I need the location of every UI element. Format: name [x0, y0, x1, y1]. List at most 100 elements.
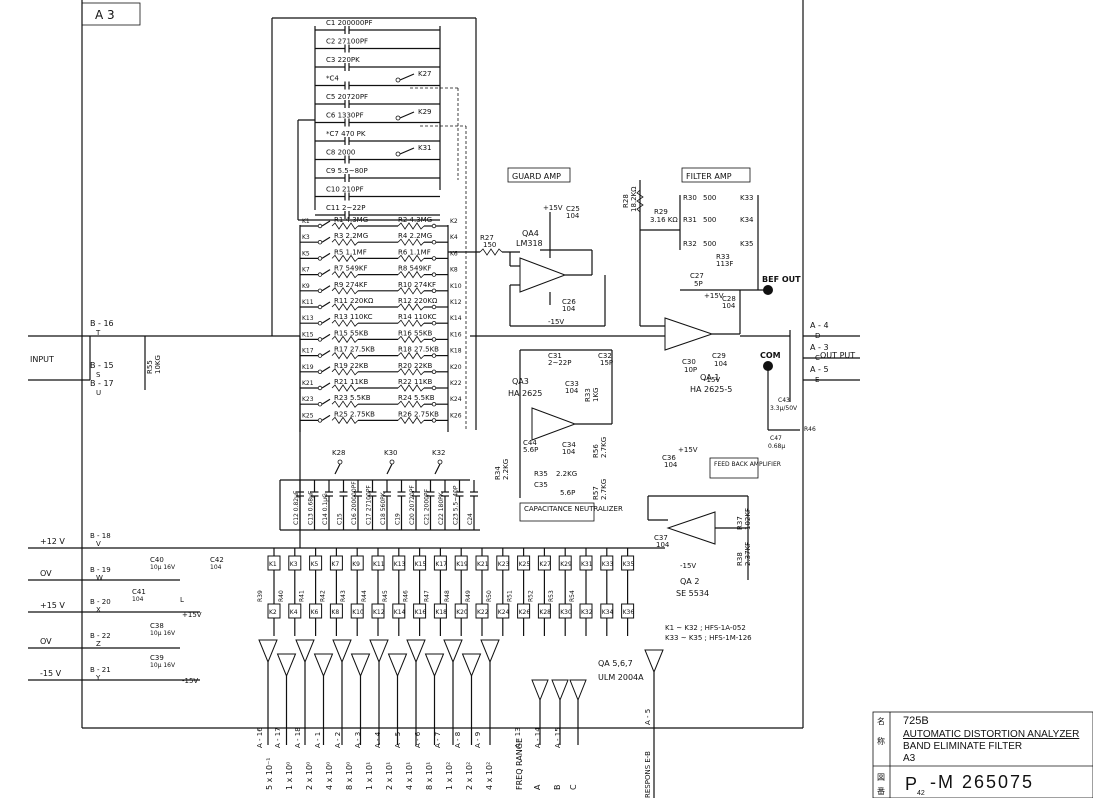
rail-ov2: OV	[40, 637, 52, 646]
qa2-vplus: +15V	[678, 446, 698, 454]
resistor-left-7-label: R13 110KC	[334, 313, 373, 321]
conn-b20-pin: X	[96, 606, 101, 614]
driver-relay2-6-label: K12	[373, 609, 385, 616]
bottom-text-13: FREQ RANGE	[515, 738, 524, 790]
cap-top-10-label: C10 210PF	[326, 186, 364, 194]
conn-b18-pin: V	[96, 540, 101, 548]
cap-top-6-label: C6 1330PF	[326, 112, 364, 120]
resistor-left-1-label: R1 4.3MG	[334, 216, 368, 224]
bottom-cap-7-label: C18 560PK	[380, 491, 387, 525]
bottom-conn-3: A - 18	[294, 727, 302, 748]
driver-res-5-label: R43	[340, 590, 347, 602]
c40-value: 10µ 16V	[150, 564, 176, 571]
c27-value: 5P	[694, 280, 703, 288]
conn-a3: A - 3	[810, 343, 829, 352]
c29-label: C29	[712, 352, 726, 360]
relay-left-5-label: K9	[302, 283, 310, 290]
inverter-7	[369, 639, 389, 664]
driver-inverters	[258, 639, 664, 798]
resistor-right-13-label: R26 2.75KB	[398, 410, 439, 418]
driver-relay-k11-label: K11	[373, 561, 385, 568]
inverter-abc-2	[551, 679, 569, 702]
r28-label: R28	[622, 194, 630, 208]
bottom-cap-3-label: C14 0.1µG	[322, 493, 329, 525]
r30-label: R30	[683, 194, 697, 202]
driver-relay-k3-label: K3	[290, 561, 298, 568]
rail-p12: +12 V	[40, 537, 65, 546]
bottom-cap-10-label: C21 2000PF	[424, 488, 431, 525]
inverter-10	[424, 653, 445, 678]
qa2-ref: QA 2	[680, 577, 699, 586]
r57-label: R57	[592, 486, 600, 500]
relay-right-11-label: K22	[450, 380, 462, 387]
filter-amp: FILTER AMP BEF OUT QA 1 HA 2625-5 R28 18…	[622, 167, 801, 394]
ground-l-label: L	[180, 596, 184, 604]
driver-relay-k9-label: K9	[352, 561, 360, 568]
bottom-text-14: A	[533, 784, 542, 790]
driver-res-6-label: R44	[361, 590, 368, 602]
cap-top-3-label: C3 220PK	[326, 56, 360, 64]
relay-right-9-label: K18	[450, 348, 462, 355]
driver-relay2-10-label: K20	[456, 609, 468, 616]
c35-label: C35	[534, 481, 548, 489]
r55-label: R55	[146, 360, 154, 374]
r27-label: R27	[480, 234, 494, 242]
bottom-text-15: B	[553, 785, 562, 791]
qa4-opamp-symbol	[519, 257, 567, 293]
qa3-opamp-symbol	[531, 407, 577, 441]
driver-relay-k33-label: K33	[602, 561, 614, 568]
c35-value: 5.6P	[560, 489, 575, 497]
c29-value: 104	[714, 360, 728, 368]
respons-label: RESPONS E-B	[644, 751, 652, 798]
relay-left-6-label: K11	[302, 299, 314, 306]
rail-m15-right: -15V	[182, 677, 198, 685]
r38-label: R38	[736, 552, 744, 566]
driver-res-3-label: R41	[299, 590, 306, 602]
bottom-conn-15: A - 15	[554, 727, 562, 748]
bottom-text-12: 4 x 10²	[485, 762, 494, 790]
driver-res-7-label: R45	[382, 590, 389, 602]
r35-label: R35	[534, 470, 548, 478]
inverter-abc-3	[569, 679, 587, 702]
driver-res-1-label: R39	[257, 590, 264, 602]
driver-res-13-label: R51	[507, 590, 514, 602]
inverter-9	[406, 639, 426, 664]
c44-label: C44	[523, 439, 537, 447]
r37-value: 102KF	[744, 508, 752, 530]
c34-label: C34	[562, 441, 576, 449]
relay-left-12-label: K23	[302, 396, 314, 403]
page-letter: P	[905, 774, 917, 794]
tb-side1: 名	[877, 716, 885, 726]
qa567-part: ULM 2004A	[598, 673, 644, 682]
c26-label: C26	[562, 298, 576, 306]
cap-top-9-label: C9 5.5~80P	[326, 167, 368, 175]
r57-value: 2.7KG	[600, 479, 608, 500]
model-number: 725B	[903, 715, 929, 727]
relay-left-7-label: K13	[302, 315, 314, 322]
cap-top-5-label: C5 20720PF	[326, 93, 368, 101]
bottom-text-11: 2 x 10²	[465, 762, 474, 790]
c43-label: C43	[778, 397, 790, 404]
driver-relay-k29-label: K29	[560, 561, 572, 568]
relay-k28-contact	[337, 459, 343, 465]
driver-res-9-label: R47	[423, 590, 430, 602]
bef-out-terminal[interactable]	[763, 285, 773, 295]
relay-left-3-label: K5	[302, 250, 310, 257]
c26-value: 104	[562, 305, 576, 313]
resistor-left-6-label: R11 220KΩ	[334, 297, 374, 305]
resistor-left-9-label: R17 27.5KB	[334, 346, 375, 354]
c39-label: C39	[150, 654, 164, 662]
relay-left-9-label: K17	[302, 348, 314, 355]
driver-res-10-label: R48	[444, 590, 451, 602]
r35-value: 2.2KG	[556, 470, 577, 478]
relay-right-10-label: K20	[450, 364, 462, 371]
relay-right-5-label: K10	[450, 283, 462, 290]
relay-right-1-label: K2	[450, 218, 458, 225]
bottom-cap-9-label: C20 20720PF	[409, 485, 416, 525]
title-block: 名 称 図 番 725B AUTOMATIC DISTORTION ANALYZ…	[872, 711, 1093, 798]
resistor-right-12-label: R24 5.5KB	[398, 394, 435, 402]
bottom-cap-2-label: C13 0.68µF	[308, 490, 315, 525]
r32-value: 500	[703, 240, 716, 248]
